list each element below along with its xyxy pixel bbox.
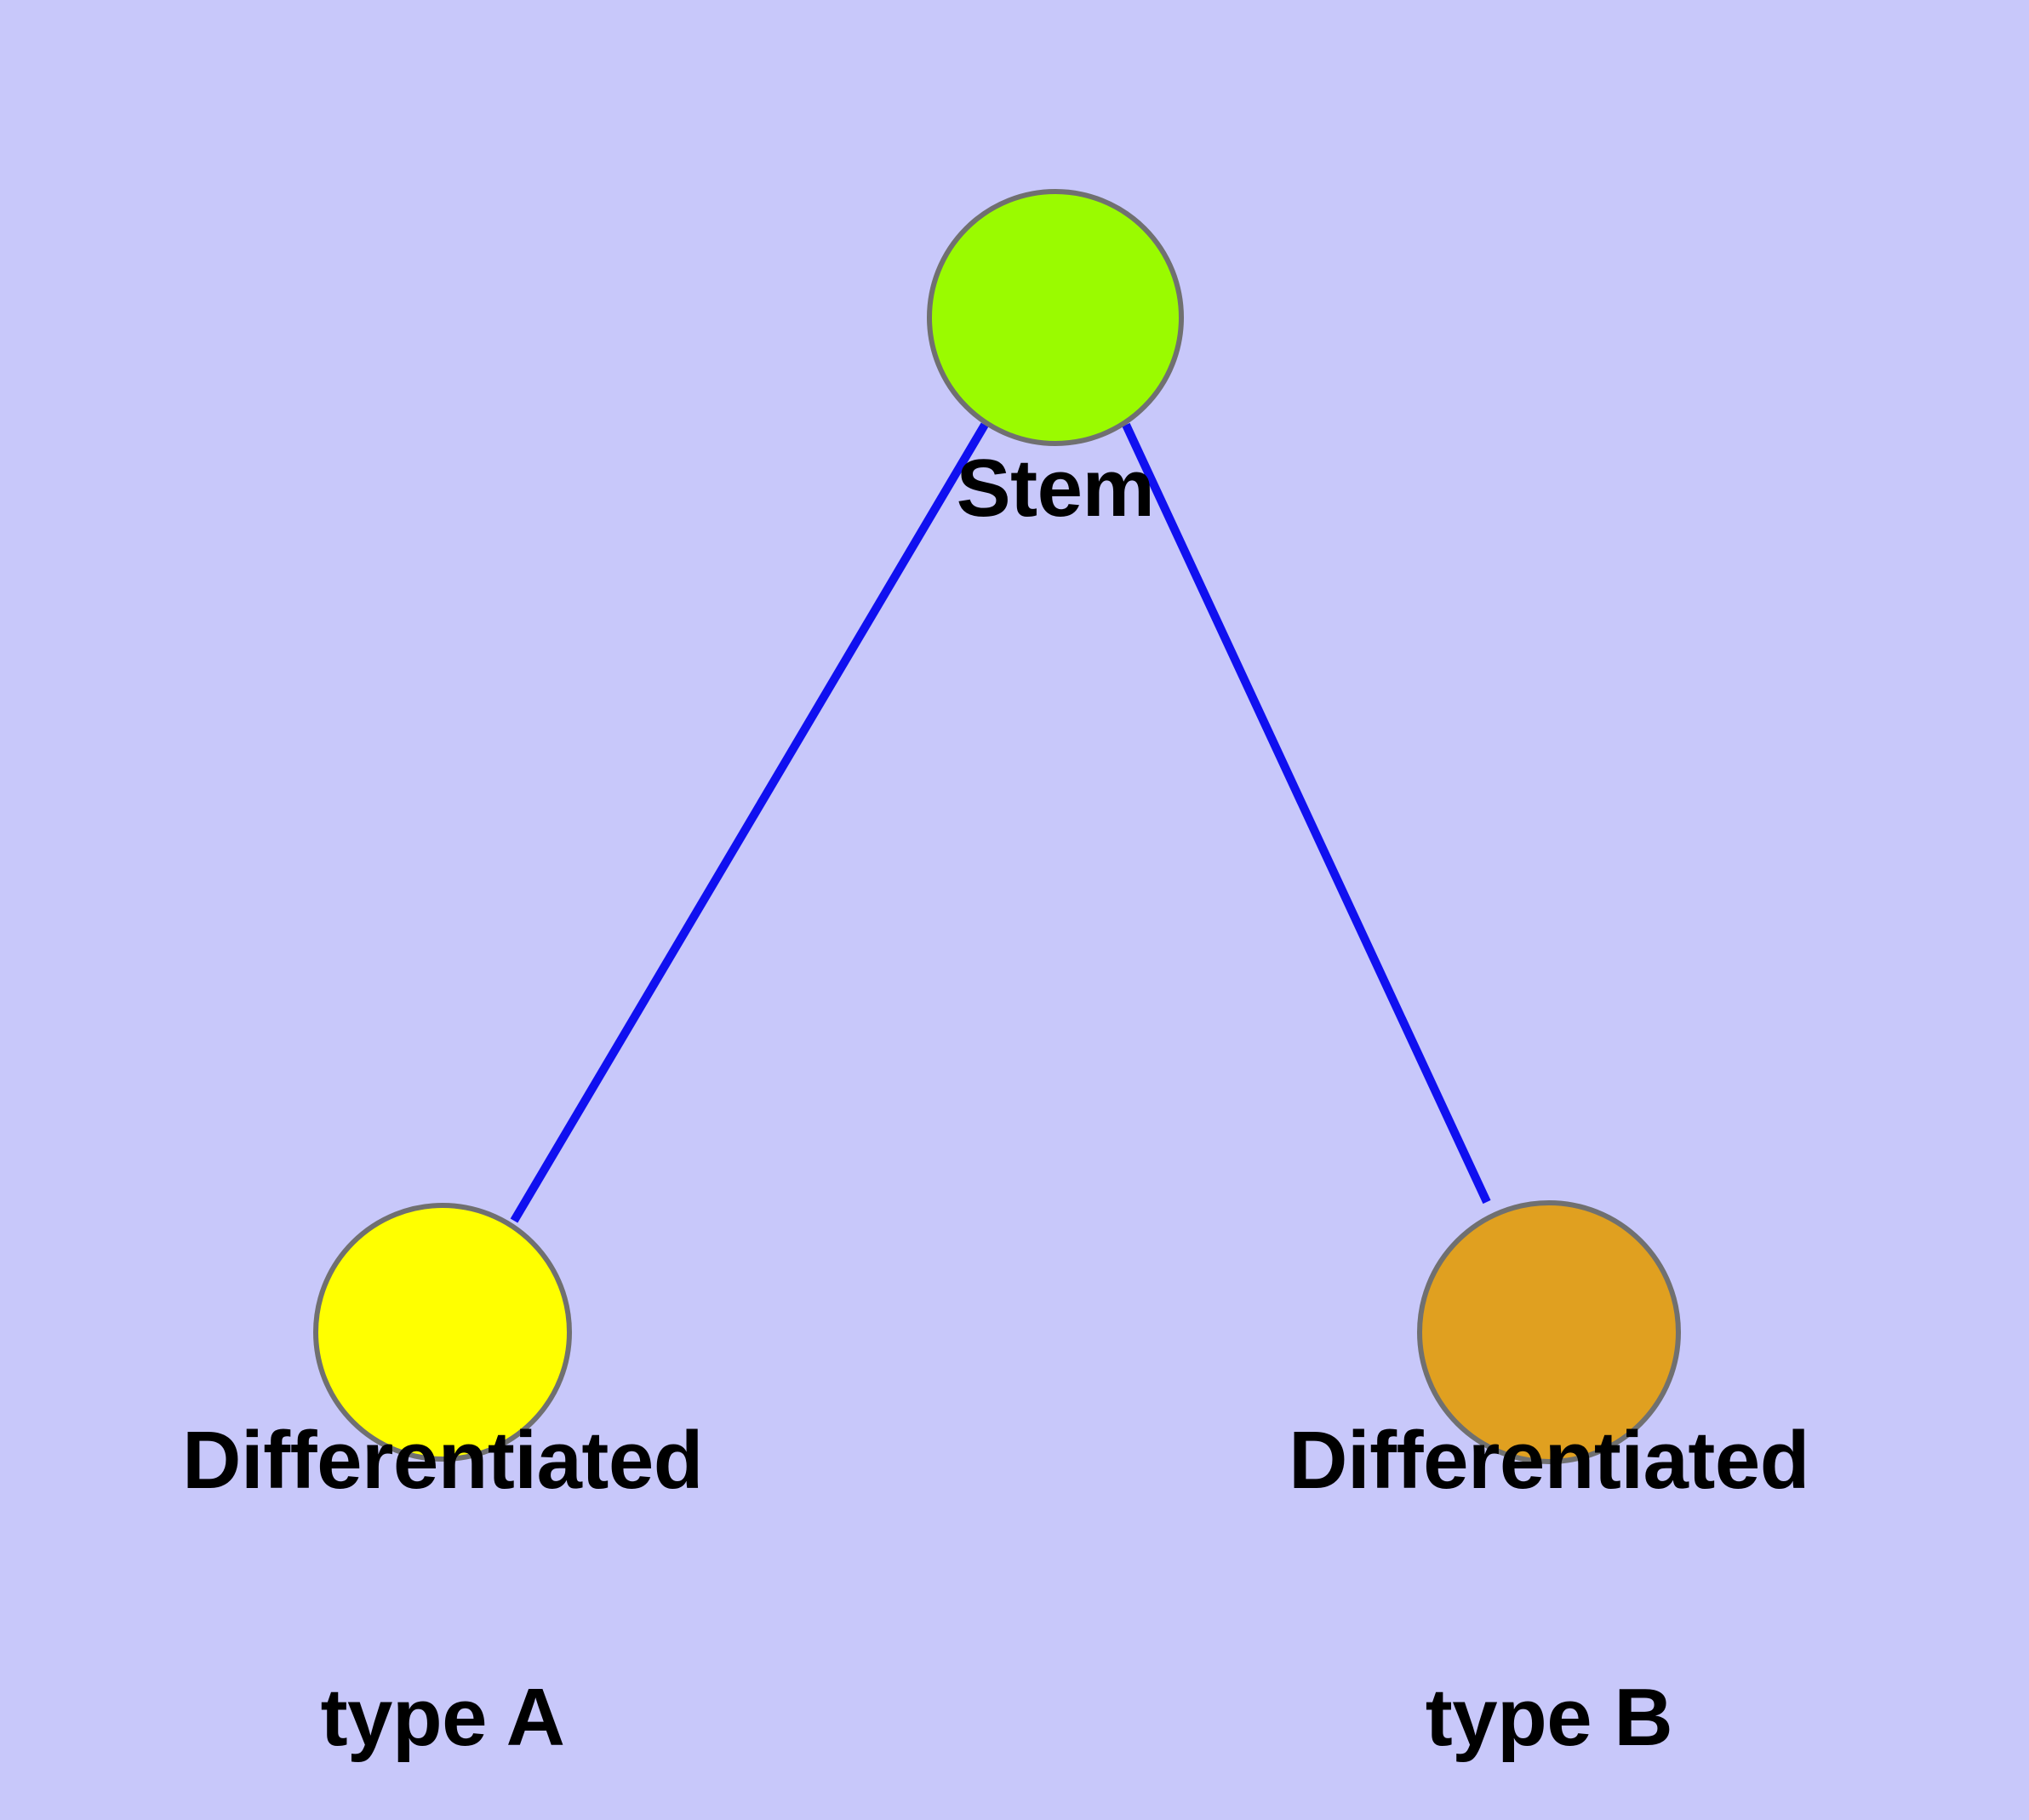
node-differentiated-type-b[interactable] <box>1417 1200 1681 1464</box>
node-stem[interactable] <box>927 189 1184 446</box>
edge-stem-to-diff-a[interactable] <box>510 422 989 1223</box>
edge-stem-to-diff-b[interactable] <box>1122 422 1491 1205</box>
node-differentiated-type-a[interactable] <box>313 1203 572 1462</box>
